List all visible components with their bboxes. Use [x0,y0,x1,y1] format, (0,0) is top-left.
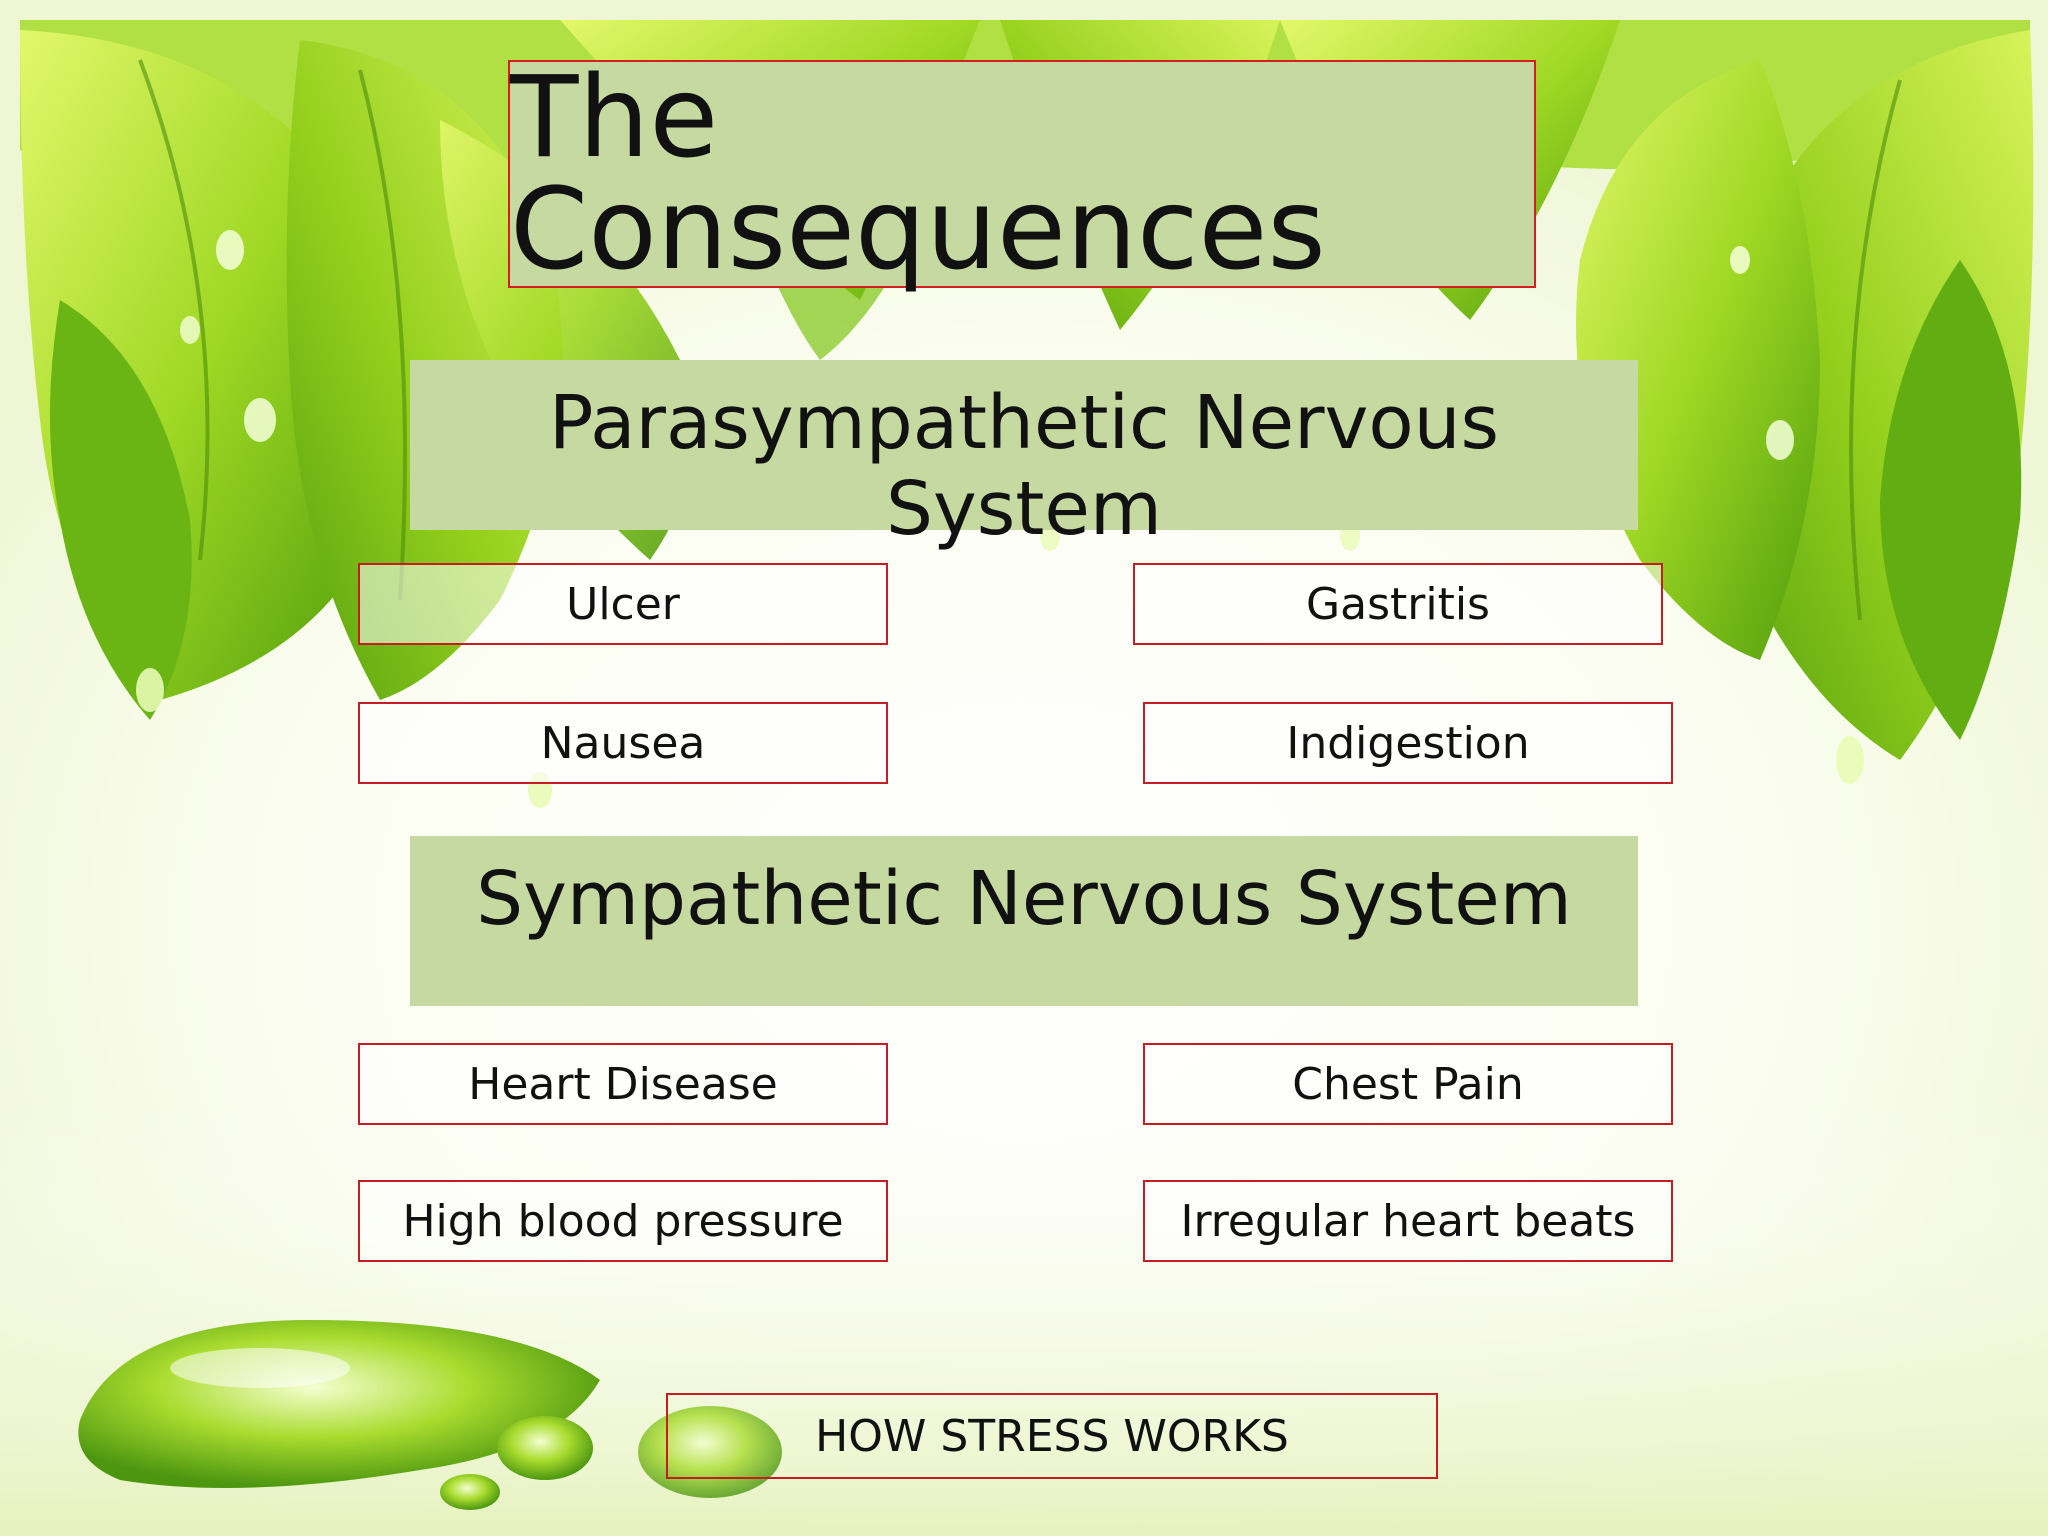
item-label: Indigestion [1286,717,1530,769]
how-stress-works-label: HOW STRESS WORKS [815,1410,1289,1462]
sympathetic-heading: Sympathetic Nervous System [476,856,1572,942]
slide-title-box: The Consequences [508,60,1536,288]
item-nausea: Nausea [358,702,888,784]
item-chest-pain: Chest Pain [1143,1043,1673,1125]
parasympathetic-header: Parasympathetic Nervous System [410,360,1638,552]
item-gastritis: Gastritis [1133,563,1663,645]
slide-title: The Consequences [510,53,1326,295]
parasympathetic-heading: Parasympathetic Nervous System [548,380,1500,552]
item-label: Gastritis [1306,578,1490,630]
item-heart-disease: Heart Disease [358,1043,888,1125]
item-irregular-heart-beats: Irregular heart beats [1143,1180,1673,1262]
how-stress-works-link[interactable]: HOW STRESS WORKS [666,1393,1438,1479]
item-high-blood-pressure: High blood pressure [358,1180,888,1262]
item-ulcer: Ulcer [358,563,888,645]
item-label: Heart Disease [468,1058,778,1110]
item-label: Chest Pain [1292,1058,1524,1110]
item-label: High blood pressure [402,1195,844,1247]
sympathetic-header: Sympathetic Nervous System [410,836,1638,1006]
item-indigestion: Indigestion [1143,702,1673,784]
item-label: Irregular heart beats [1180,1195,1636,1247]
item-label: Nausea [540,717,706,769]
item-label: Ulcer [566,578,680,630]
